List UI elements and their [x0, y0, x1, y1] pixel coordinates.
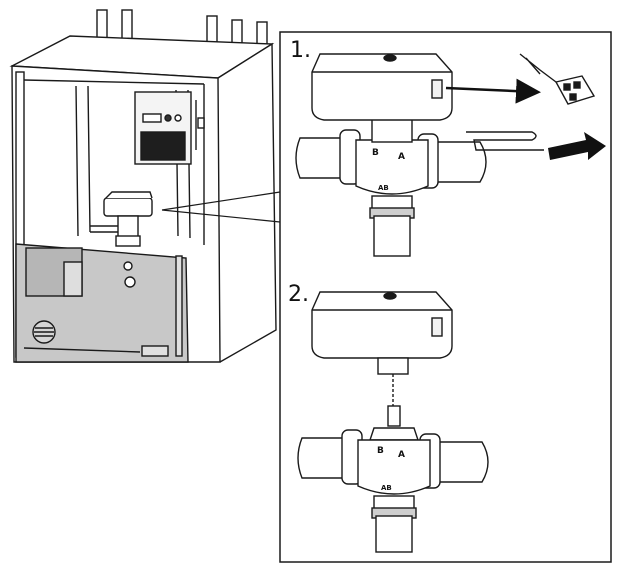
step2-illustration [297, 291, 489, 553]
step2-port-a: A [398, 450, 405, 460]
cabinet-side [217, 42, 277, 363]
step2-port-ab: AB [381, 484, 392, 492]
callout-leader [161, 191, 281, 223]
retaining-clip [466, 131, 544, 151]
step1-port-b: B [372, 148, 379, 158]
valve-stem [387, 405, 401, 427]
step1-port-a: A [398, 152, 405, 162]
step2-valve-body [357, 439, 431, 495]
unplug-arrow [445, 78, 541, 104]
heat-pump-cabinet [9, 9, 277, 363]
step1-port-ab: AB [378, 184, 389, 192]
small-actuator [103, 197, 153, 217]
step-1-label: 1. [290, 38, 311, 63]
display-screen [140, 131, 186, 161]
step-2-label: 2. [288, 282, 309, 307]
step2-port-b: B [377, 446, 384, 456]
step1-actuator [311, 53, 453, 121]
step2-actuator [311, 291, 453, 359]
step2-pipe-right [431, 441, 489, 483]
connector-plug [554, 75, 596, 105]
step1-valve-body [355, 139, 429, 195]
remove-clip-arrow [548, 132, 606, 160]
step1-pipe-right [429, 141, 487, 183]
step1-illustration [295, 53, 596, 257]
connector-cable [519, 53, 557, 83]
